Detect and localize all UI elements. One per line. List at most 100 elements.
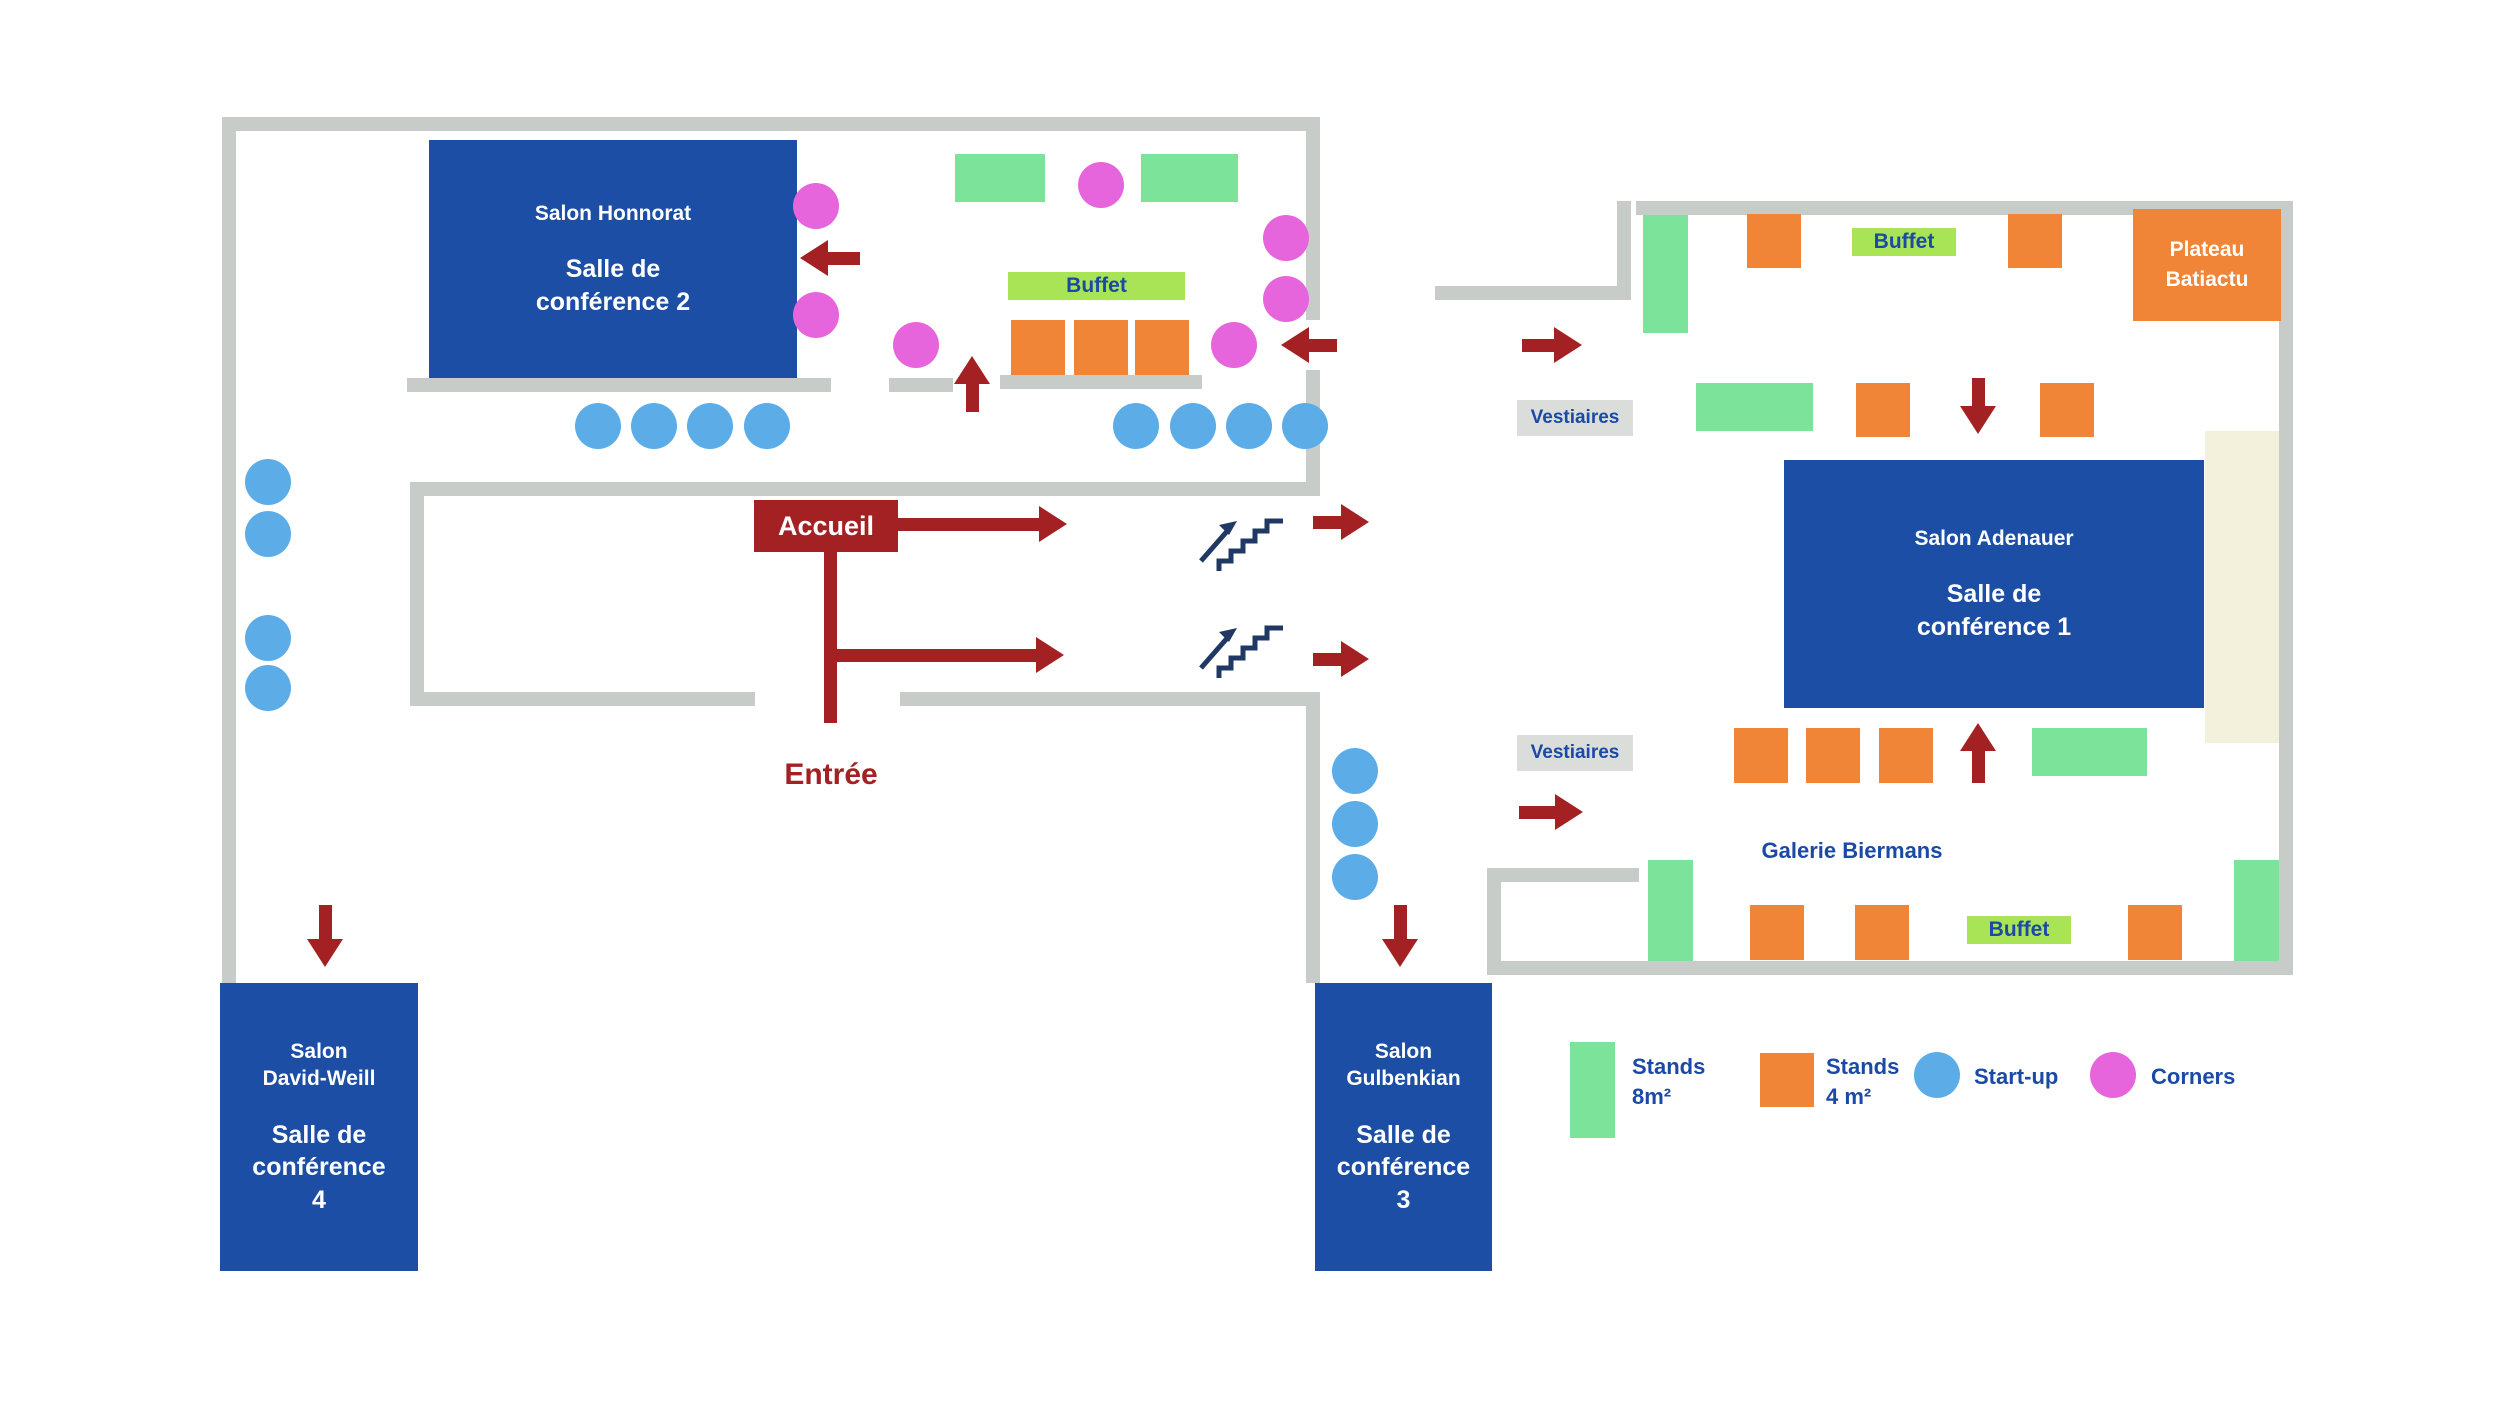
- wall: [1000, 375, 1202, 389]
- accueil-desk: Accueil: [754, 500, 898, 552]
- stand-4m2: [1855, 905, 1909, 960]
- plateau-line1: Plateau: [2169, 237, 2245, 261]
- corner-spot: [893, 322, 939, 368]
- arrow-accueil-to-stairs-top: [897, 506, 1067, 542]
- wall: [1487, 868, 1639, 882]
- room-salle-de-conference-1: Salon Adenauer Salle de conférence 1: [1784, 460, 2204, 708]
- buffet-bar: Buffet: [1967, 916, 2071, 944]
- corner-spot: [793, 183, 839, 229]
- entrance-path-line: [824, 551, 837, 723]
- legend-swatch-startup: [1914, 1052, 1960, 1098]
- startup-spot: [631, 403, 677, 449]
- wall: [410, 482, 1320, 496]
- legend-label-startup: Start-up: [1974, 1064, 2059, 1089]
- corner-spot: [1263, 276, 1309, 322]
- corner-spot: [1211, 322, 1257, 368]
- stand-4m2: [2040, 383, 2094, 437]
- wall: [900, 692, 1320, 706]
- stairs-icon: [1199, 518, 1283, 571]
- wall: [1306, 692, 1320, 983]
- arrow-stairs-exit-top: [1313, 504, 1369, 540]
- wall: [222, 117, 1320, 131]
- buffet-bar: Buffet: [1008, 272, 1185, 300]
- arrow-up-buffet-area: [954, 356, 990, 412]
- wall: [889, 378, 953, 392]
- corner-spot: [1078, 162, 1124, 208]
- arrow-to-conference-1: [1960, 378, 1996, 434]
- room-salle-de-conference-4: Salon David-Weill Salle de conférence 4: [220, 983, 418, 1271]
- arrow-accueil-to-stairs-bottom: [826, 637, 1064, 673]
- wall: [222, 117, 236, 983]
- stand-8m2: [955, 154, 1045, 202]
- wall: [1306, 117, 1320, 320]
- stand-4m2: [1747, 214, 1801, 268]
- legend-swatch-corners: [2090, 1052, 2136, 1098]
- stand-4m2: [2128, 905, 2182, 960]
- arrow-to-conference-3: [1382, 905, 1418, 967]
- startup-spot: [575, 403, 621, 449]
- startup-spot: [245, 459, 291, 505]
- arrow-to-conference-4: [307, 905, 343, 967]
- room-subtitle: Salle de conférence 3: [1336, 1120, 1471, 1214]
- startup-spot: [1170, 403, 1216, 449]
- room-subtitle: Salle de conférence 4: [252, 1120, 386, 1214]
- wall: [1636, 201, 2293, 215]
- legend-swatch-stands-8m2: [1570, 1042, 1615, 1138]
- arrow-from-galerie-to-conference-1: [1960, 723, 1996, 783]
- stand-8m2: [1648, 860, 1693, 961]
- stand-4m2: [1750, 905, 1804, 960]
- room-name: Salon Honnorat: [534, 201, 692, 225]
- wall: [410, 692, 755, 706]
- wall: [1435, 286, 1631, 300]
- stand-4m2: [1074, 320, 1128, 375]
- room-subtitle: Salle de conférence 2: [535, 255, 691, 316]
- startup-spot: [1282, 403, 1328, 449]
- arrow-into-right-wing-top: [1522, 327, 1582, 363]
- service-area-block: [2205, 431, 2279, 743]
- arrow-into-buffet-area: [1281, 327, 1337, 363]
- stand-4m2: [1734, 728, 1788, 783]
- corner-spot: [1263, 215, 1309, 261]
- startup-spot: [1332, 854, 1378, 900]
- legend-label-stands-4m2: Stands 4 m²: [1826, 1054, 1900, 1109]
- startup-spot: [245, 665, 291, 711]
- stand-4m2: [1856, 383, 1910, 437]
- room-name: Salon Adenauer: [1914, 526, 2074, 550]
- stand-8m2: [1643, 215, 1688, 333]
- startup-spot: [1332, 801, 1378, 847]
- wall: [410, 482, 424, 706]
- startup-spot: [1332, 748, 1378, 794]
- plateau-line2: Batiactu: [2165, 268, 2249, 291]
- legend-swatch-stands-4m2: [1760, 1053, 1814, 1107]
- arrow-stairs-exit-bottom: [1313, 641, 1369, 677]
- buffet-bar: Buffet: [1852, 228, 1956, 256]
- wall: [1487, 961, 2293, 975]
- room-salle-de-conference-2: Salon Honnorat Salle de conférence 2: [429, 140, 797, 378]
- stairs-icon: [1199, 625, 1283, 678]
- arrow-into-conference-2: [800, 240, 860, 276]
- room-name: Salon Gulbenkian: [1346, 1039, 1461, 1091]
- room-subtitle: Salle de conférence 1: [1916, 580, 2072, 641]
- stand-8m2: [2032, 728, 2147, 776]
- stand-4m2: [1806, 728, 1860, 783]
- wall: [2279, 201, 2293, 975]
- entree-label: Entrée: [784, 758, 878, 791]
- stand-8m2: [1141, 154, 1238, 202]
- stand-4m2: [1879, 728, 1933, 783]
- wall: [1617, 201, 1631, 300]
- legend-label-corners: Corners: [2151, 1064, 2236, 1089]
- startup-spot: [687, 403, 733, 449]
- startup-spot: [245, 511, 291, 557]
- room-salle-de-conference-3: Salon Gulbenkian Salle de conférence 3: [1315, 983, 1492, 1271]
- startup-spot: [1113, 403, 1159, 449]
- arrow-into-galerie: [1519, 794, 1583, 830]
- corner-spot: [793, 292, 839, 338]
- stand-4m2: [1135, 320, 1189, 375]
- room-name: Salon David-Weill: [262, 1039, 376, 1091]
- stand-4m2: [2008, 214, 2062, 268]
- plateau-batiactu-stand: Plateau Batiactu: [2133, 209, 2281, 321]
- legend-label-stands-8m2: Stands 8m²: [1632, 1054, 1706, 1109]
- stand-8m2: [2234, 860, 2279, 961]
- startup-spot: [245, 615, 291, 661]
